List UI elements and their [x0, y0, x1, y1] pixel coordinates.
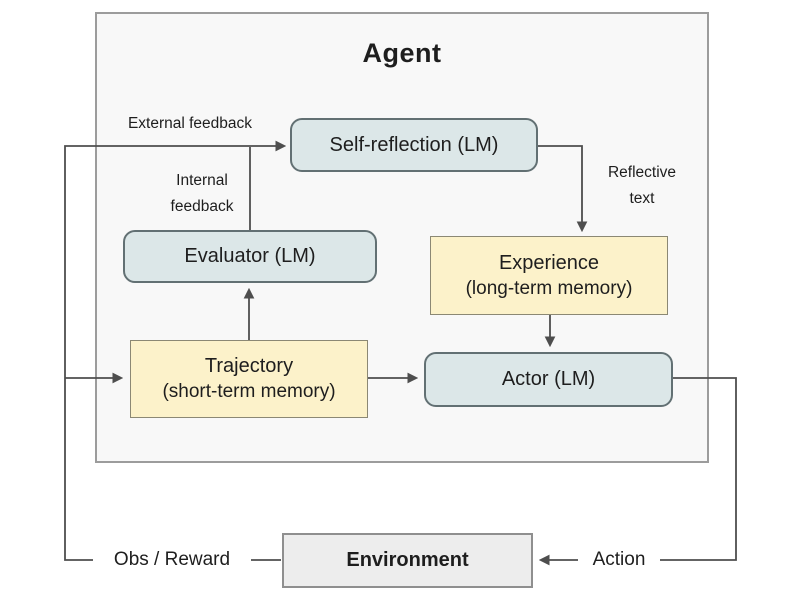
label-external-feedback: External feedback — [127, 115, 253, 132]
node-actor-label: Actor (LM) — [501, 368, 596, 390]
label-internal-feedback: Internal feedback — [147, 168, 257, 220]
node-experience-label: Experience — [498, 251, 600, 274]
label-reflective-text-line2: text — [629, 190, 655, 207]
node-evaluator-label: Evaluator (LM) — [184, 245, 316, 267]
label-internal-feedback-line2: feedback — [170, 198, 234, 215]
node-self-reflection-label: Self-reflection (LM) — [329, 133, 499, 156]
node-trajectory: Trajectory (short-term memory) — [130, 340, 368, 418]
node-environment: Environment — [282, 533, 533, 588]
node-experience: Experience (long-term memory) — [430, 236, 668, 315]
label-obs-reward: Obs / Reward — [93, 549, 251, 571]
label-reflective-text: Reflective text — [596, 160, 688, 212]
node-trajectory-sublabel: (short-term memory) — [162, 381, 336, 402]
node-self-reflection: Self-reflection (LM) — [290, 118, 538, 172]
arrow-self-reflection-to-experience — [538, 145, 588, 233]
node-trajectory-label: Trajectory — [204, 355, 294, 377]
label-action: Action — [578, 549, 660, 571]
label-reflective-text-line1: Reflective — [607, 164, 677, 181]
node-environment-label: Environment — [346, 549, 469, 571]
node-actor: Actor (LM) — [424, 352, 673, 407]
node-experience-sublabel: (long-term memory) — [465, 277, 633, 299]
agent-title: Agent — [362, 38, 442, 68]
label-internal-feedback-line1: Internal — [176, 172, 228, 189]
node-evaluator: Evaluator (LM) — [123, 230, 377, 283]
